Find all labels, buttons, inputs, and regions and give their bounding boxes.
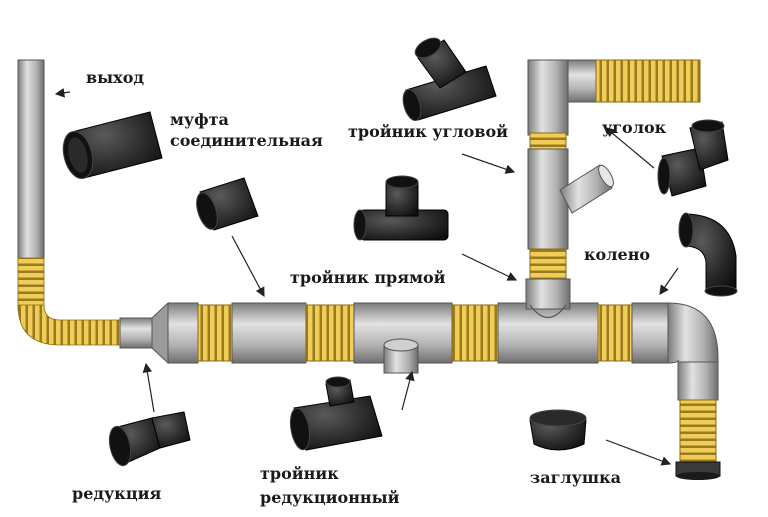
label-troynik-pryamoy: тройник прямой [290, 268, 446, 287]
label-vyhod: выход [86, 68, 145, 87]
label-ugolok: уголок [602, 118, 667, 137]
label-zaglushka: заглушка [530, 468, 622, 487]
coupling-fitting-small [196, 177, 259, 231]
vertical-riser [525, 59, 701, 319]
label-troynik-red-line1: тройник [260, 464, 339, 483]
end-cap-fitting [529, 409, 587, 451]
reducing-tee-fitting [289, 376, 383, 451]
label-troynik-uglovoy: тройник угловой [348, 122, 508, 141]
label-koleno: колено [584, 245, 651, 264]
angled-tee-fitting [402, 37, 497, 122]
label-mufta-line1: муфта [170, 110, 229, 129]
pointer-arrows [54, 88, 679, 466]
label-redukciya: редукция [72, 484, 162, 503]
reducer-fitting [108, 411, 191, 467]
main-horizontal-pipe [119, 301, 721, 480]
label-mufta-line2: соединительная [170, 131, 323, 150]
straight-tee-fitting [353, 175, 449, 241]
elbow-fitting [678, 212, 738, 297]
coupling-fitting-large [62, 111, 163, 180]
corner-fitting [657, 119, 729, 197]
exit-pipe [17, 59, 121, 346]
label-troynik-red-line2: редукционный [260, 488, 400, 507]
